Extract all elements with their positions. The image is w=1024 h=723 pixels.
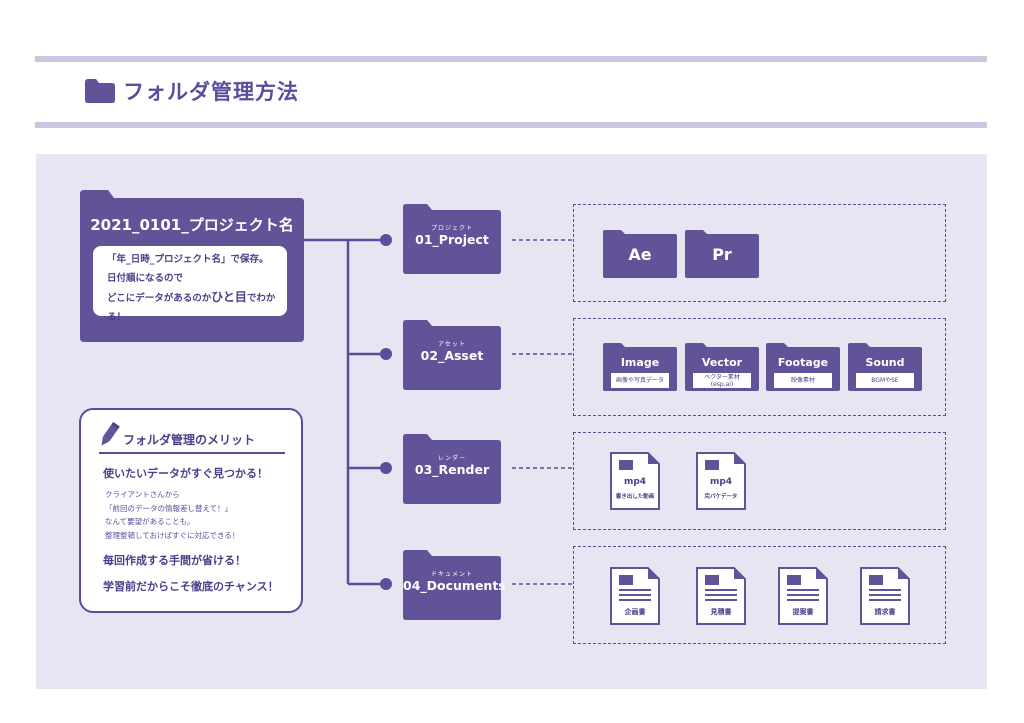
- project-contents-box: [573, 204, 946, 302]
- merit-detail-line: 整理整頓しておけばすぐに対応できる！: [105, 530, 240, 540]
- pr-folder: Pr: [685, 230, 759, 278]
- folder-icon: [603, 230, 677, 278]
- folder-label: 03_Render: [414, 462, 490, 477]
- sound-folder: Sound BGMやSE: [848, 343, 922, 391]
- note-line-3a: どこにデータがあるのか: [107, 293, 212, 304]
- merit-divider: [99, 452, 285, 454]
- connector-dot: [380, 578, 392, 590]
- merit-detail: クライアントさんから 「前回のデータの情報差し替えて！」 なんて要望があることも…: [105, 488, 239, 542]
- asset-sub: 画像や写真データ: [611, 373, 669, 388]
- ae-folder: Ae: [603, 230, 677, 278]
- asset-name: Image: [620, 356, 660, 369]
- merit-point-1: 使いたいデータがすぐ見つかる！: [103, 467, 268, 480]
- merit-box: フォルダ管理のメリット 使いたいデータがすぐ見つかる！ クライアントさんから 「…: [79, 408, 303, 613]
- folder-icon: [403, 550, 501, 620]
- asset-contents-box: [573, 318, 946, 416]
- document-file: 請求書: [860, 567, 910, 625]
- connector-dot: [380, 348, 392, 360]
- asset-sub: 映像素材: [774, 373, 832, 388]
- folder-icon: [403, 204, 501, 274]
- app-label: Pr: [712, 245, 732, 264]
- folder-label: 02_Asset: [420, 348, 484, 363]
- folder-icon: [85, 79, 115, 103]
- merit-detail-line: クライアントさんから: [105, 490, 180, 499]
- file-ext: mp4: [709, 477, 733, 487]
- merit-point-3: 学習前だからこそ徹底のチャンス！: [103, 580, 279, 593]
- page-header: フォルダ管理方法: [85, 76, 299, 106]
- document-icon: [778, 567, 828, 625]
- asset-name: Footage: [777, 356, 829, 369]
- merit-detail-line: 「前回のデータの情報差し替えて！」: [105, 503, 233, 513]
- document-icon: [860, 567, 910, 625]
- document-label: 提案書: [792, 608, 814, 616]
- document-icon: [610, 567, 660, 625]
- note-line-1: 「年_日時_プロジェクト名」で保存。: [107, 254, 269, 265]
- render-contents-box: [573, 432, 946, 530]
- pencil-icon: [101, 422, 120, 446]
- root-folder: 2021_0101_プロジェクト名 「年_日時_プロジェクト名」で保存。 日付順…: [80, 190, 304, 342]
- render-file: mp4 書き出した動画: [610, 452, 660, 510]
- note-line-2: 日付順になるので: [107, 273, 184, 284]
- folder-icon: [403, 320, 501, 390]
- folder-project: プロジェクト 01_Project: [403, 204, 501, 274]
- folder-label: 01_Project: [415, 232, 489, 247]
- document-label: 見積書: [710, 608, 732, 616]
- footage-folder: Footage 映像素材: [766, 343, 840, 391]
- asset-name: Sound: [865, 356, 905, 369]
- vector-folder: Vector ベクター素材 (esp,ai): [685, 343, 759, 391]
- file-ext: mp4: [623, 477, 647, 487]
- folder-icon: [685, 230, 759, 278]
- file-icon: [696, 452, 746, 510]
- folder-label: 04_Documents: [403, 578, 506, 593]
- connector-dot: [380, 462, 392, 474]
- app-label: Ae: [628, 245, 652, 264]
- root-note: 「年_日時_プロジェクト名」で保存。 日付順になるので どこにデータがあるのかひ…: [93, 246, 287, 323]
- bottom-rule: [35, 122, 987, 128]
- folder-ruby: レンダー: [437, 455, 466, 462]
- merit-detail-line: なんて要望があることも。: [105, 517, 195, 526]
- folder-ruby: アセット: [438, 341, 466, 348]
- document-file: 提案書: [778, 567, 828, 625]
- asset-sub: BGMやSE: [856, 373, 914, 388]
- connector-dot: [380, 234, 392, 246]
- document-label: 企画書: [624, 608, 646, 616]
- document-label: 請求書: [874, 608, 896, 616]
- asset-name: Vector: [701, 356, 743, 369]
- merit-point-2: 毎回作成する手間が省ける！: [103, 554, 246, 567]
- documents-contents-box: [573, 546, 946, 644]
- folder-asset: アセット 02_Asset: [403, 320, 501, 390]
- merit-title: フォルダ管理のメリット: [123, 433, 256, 447]
- top-rule: [35, 56, 987, 62]
- file-caption: 書き出した動画: [615, 494, 655, 500]
- render-file: mp4 完パケデータ: [696, 452, 746, 510]
- document-file: 企画書: [610, 567, 660, 625]
- folder-icon: [403, 434, 501, 504]
- folder-ruby: ドキュメント: [430, 571, 473, 578]
- folder-render: レンダー 03_Render: [403, 434, 501, 504]
- page-title: フォルダ管理方法: [123, 80, 299, 104]
- document-file: 見積書: [696, 567, 746, 625]
- note-line-3: どこにデータがあるのかひと目でわかる！: [107, 288, 287, 327]
- file-caption: 完パケデータ: [704, 494, 738, 500]
- image-folder: Image 画像や写真データ: [603, 343, 677, 391]
- file-icon: [610, 452, 660, 510]
- note-emphasis: ひと目: [211, 290, 247, 304]
- note-line-3c: でわかる！: [107, 293, 276, 323]
- folder-documents: ドキュメント 04_Documents: [403, 550, 506, 620]
- root-folder-name: 2021_0101_プロジェクト名: [90, 216, 294, 234]
- asset-sub: ベクター素材 (esp,ai): [693, 373, 751, 388]
- document-icon: [696, 567, 746, 625]
- folder-ruby: プロジェクト: [430, 225, 473, 232]
